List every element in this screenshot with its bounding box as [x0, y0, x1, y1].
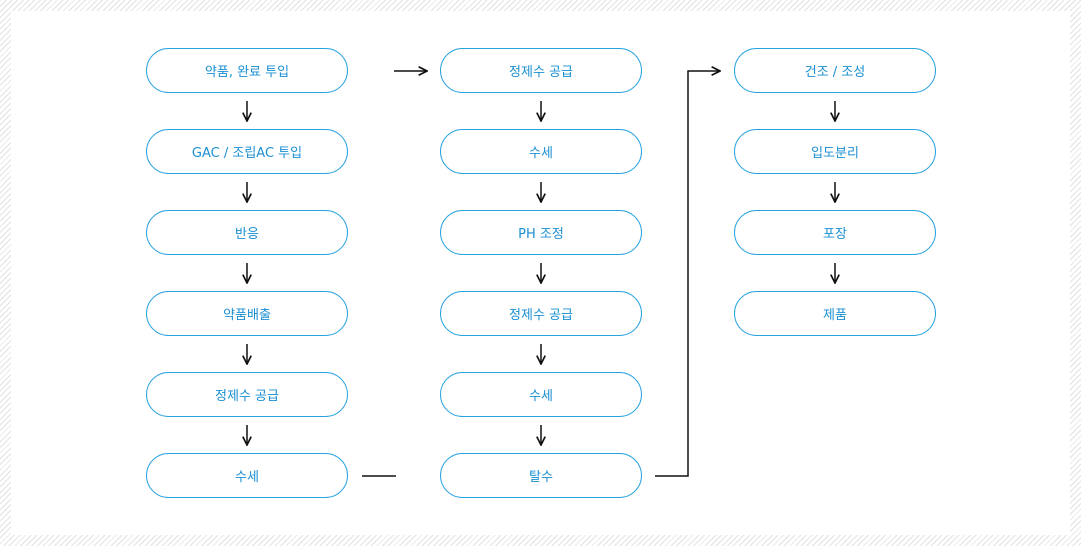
- step-gac-input: GAC / 조립AC 투입: [146, 129, 348, 174]
- step-dewatering: 탈수: [440, 453, 642, 498]
- step-drying: 건조 / 조성: [734, 48, 936, 93]
- step-purified-water: 정제수 공급: [440, 48, 642, 93]
- step-washing: 수세: [440, 129, 642, 174]
- step-particle-separation: 입도분리: [734, 129, 936, 174]
- step-product: 제품: [734, 291, 936, 336]
- step-washing: 수세: [440, 372, 642, 417]
- step-purified-water: 정제수 공급: [146, 372, 348, 417]
- step-purified-water: 정제수 공급: [440, 291, 642, 336]
- step-chemical-discharge: 약품배출: [146, 291, 348, 336]
- step-reaction: 반응: [146, 210, 348, 255]
- step-ph-adjustment: PH 조정: [440, 210, 642, 255]
- step-packaging: 포장: [734, 210, 936, 255]
- arrow-col2-to-col3: [655, 71, 720, 477]
- step-washing: 수세: [146, 453, 348, 498]
- step-chemical-input: 약품, 완료 투입: [146, 48, 348, 93]
